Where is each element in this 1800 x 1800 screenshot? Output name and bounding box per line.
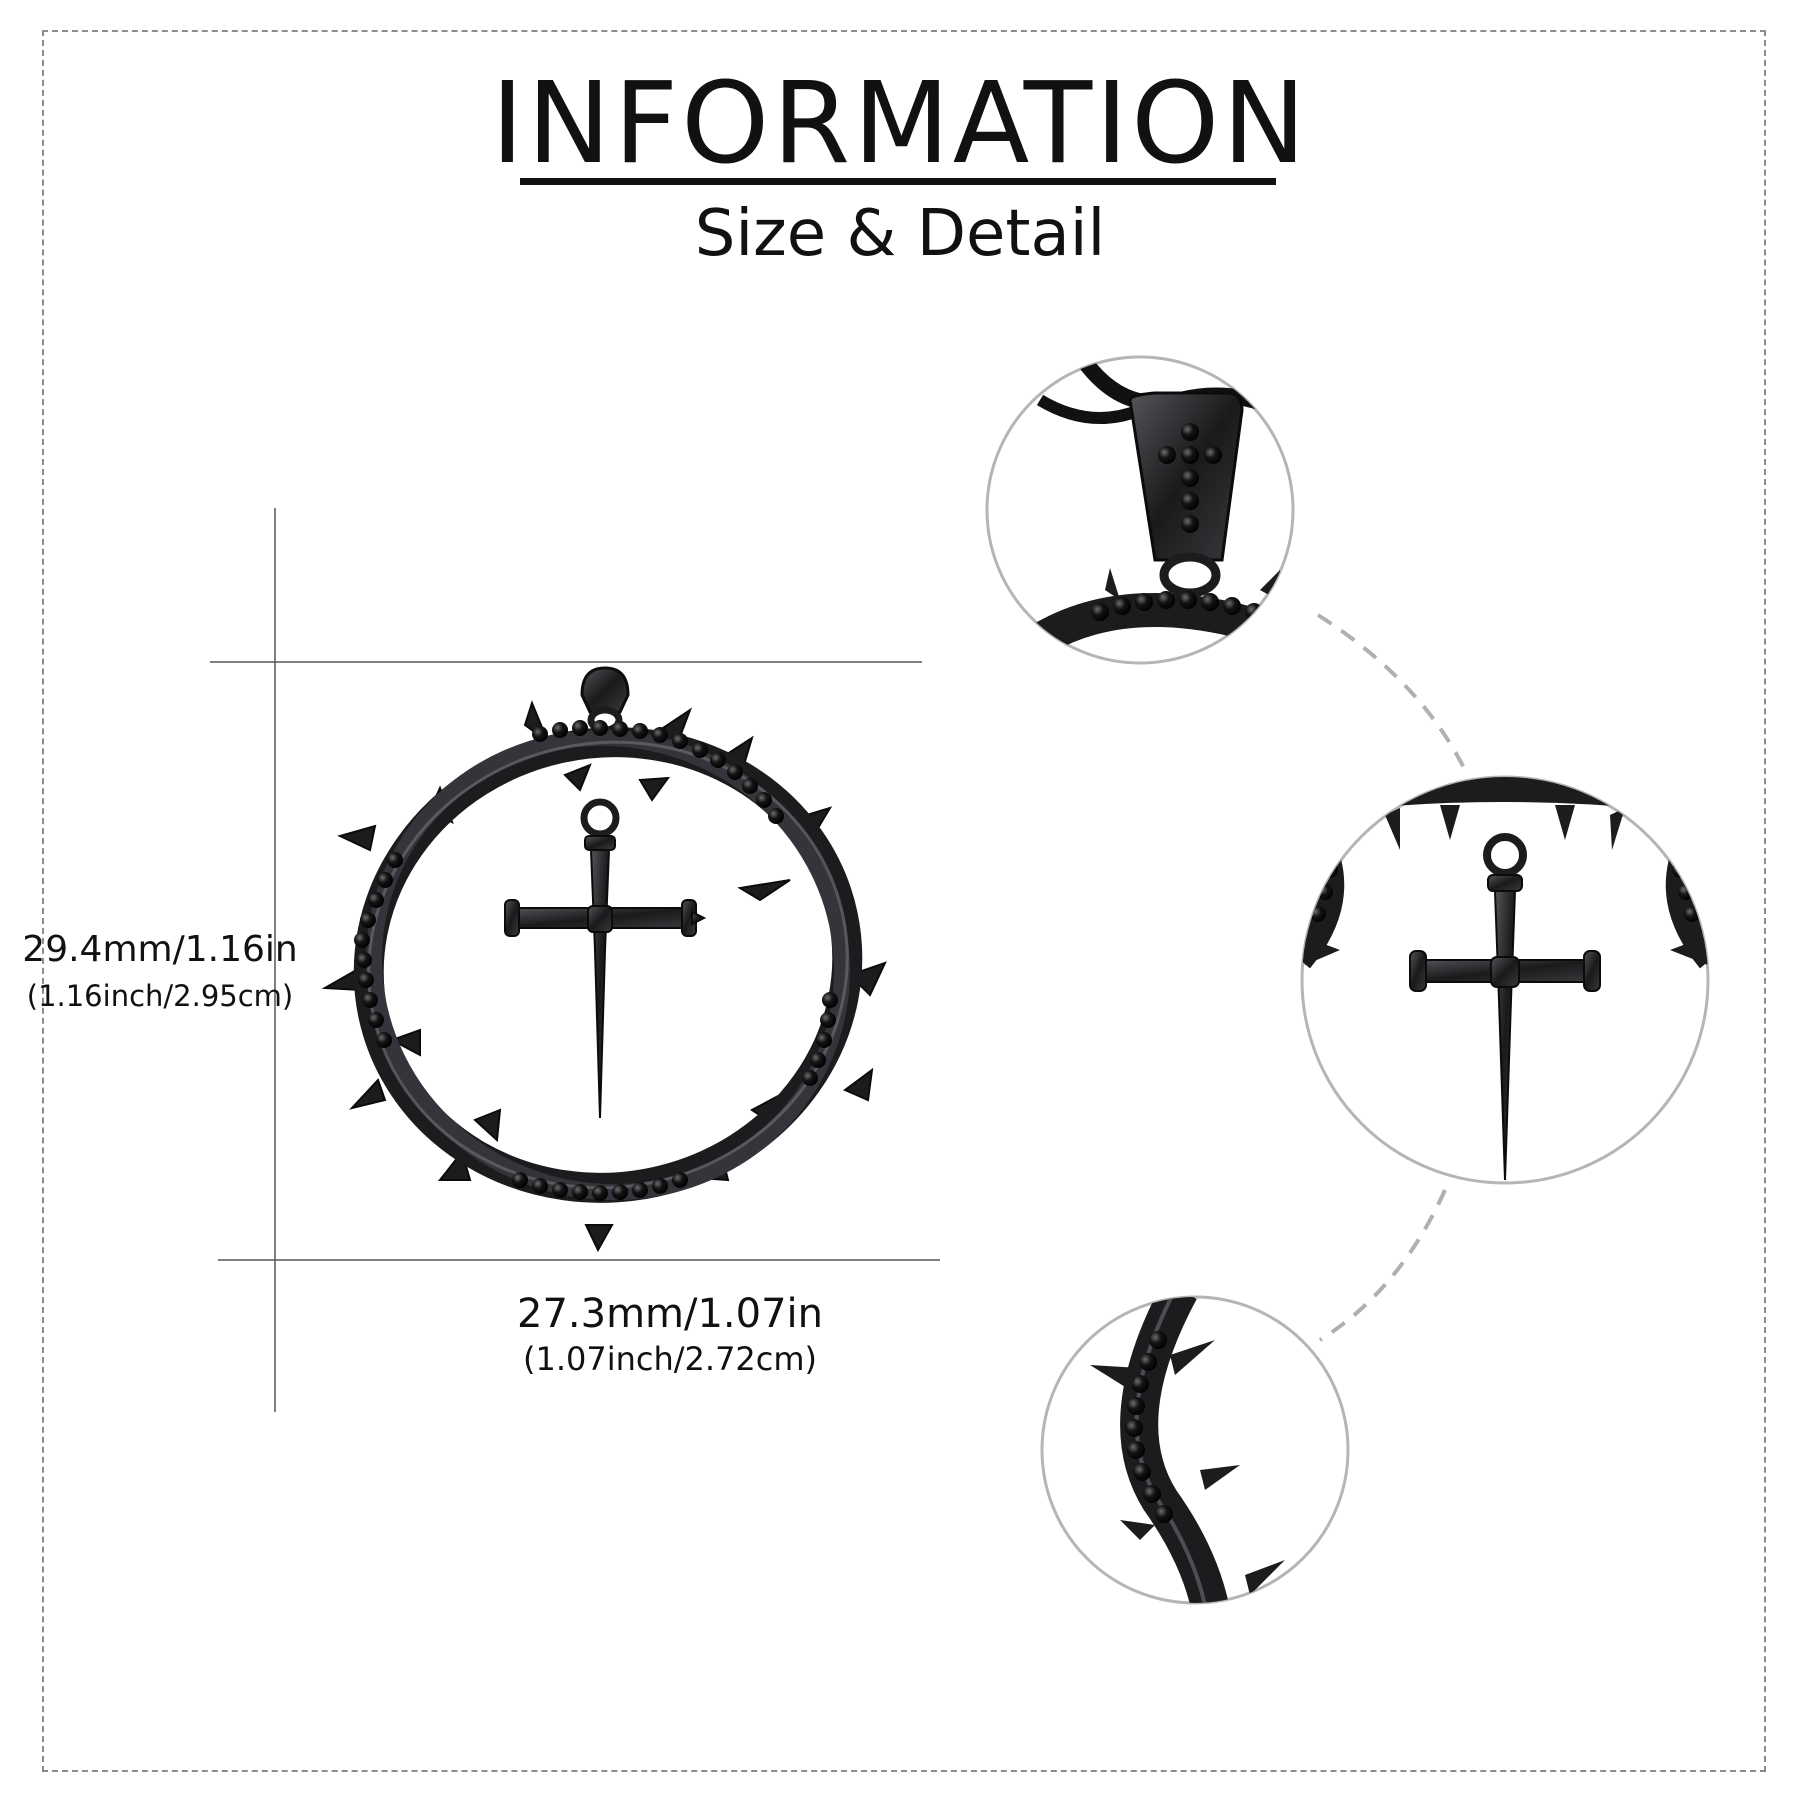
pendant-icon <box>321 666 887 1253</box>
page-subtitle: Size & Detail <box>694 197 1106 271</box>
thorn-spikes <box>321 700 887 1253</box>
thorn-ring-detail-icon <box>1090 1297 1285 1603</box>
black-stones <box>354 720 838 1201</box>
detail-connector-arc <box>1316 613 1467 1342</box>
detail-circle-cross <box>1300 775 1710 1185</box>
height-dimension-primary: 29.4mm/1.16in <box>22 929 298 970</box>
measurement-guides <box>210 508 940 1412</box>
nail-cross-icon <box>504 835 707 1119</box>
dashed-frame <box>42 30 1766 1772</box>
width-dimension-primary: 27.3mm/1.07in <box>517 1291 823 1337</box>
detail-circle-bail <box>985 355 1295 665</box>
detail-circle-thorn <box>1040 1295 1350 1605</box>
title-underline <box>520 178 1276 185</box>
height-dimension-secondary: (1.16inch/2.95cm) <box>26 979 294 1013</box>
width-dimension-secondary: (1.07inch/2.72cm) <box>522 1340 818 1378</box>
page-title: INFORMATION <box>490 59 1310 189</box>
